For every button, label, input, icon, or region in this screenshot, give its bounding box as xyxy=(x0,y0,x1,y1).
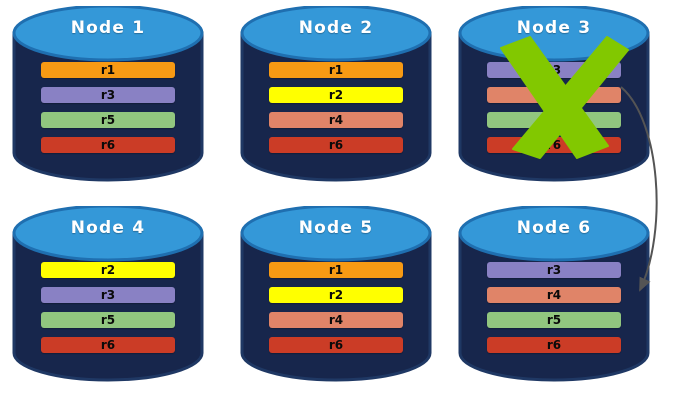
replica-bar-r3[interactable]: r3 xyxy=(41,287,175,303)
replica-bar-r5[interactable]: r5 xyxy=(41,312,175,328)
replica-bar-r4[interactable]: r4 xyxy=(487,87,621,103)
replica-list: r3 r4 r5 r6 xyxy=(487,262,621,353)
replica-bar-r6[interactable]: r6 xyxy=(487,137,621,153)
replica-bar-r1[interactable]: r1 xyxy=(41,62,175,78)
replica-bar-r1[interactable]: r1 xyxy=(269,62,403,78)
replica-bar-r1[interactable]: r1 xyxy=(269,262,403,278)
replica-bar-r4[interactable]: r4 xyxy=(269,312,403,328)
replica-bar-r3[interactable]: r3 xyxy=(41,87,175,103)
replica-bar-r2[interactable]: r2 xyxy=(269,87,403,103)
replica-bar-r3[interactable]: r3 xyxy=(487,62,621,78)
replica-list: r1 r2 r4 r6 xyxy=(269,262,403,353)
replica-list: r1 r2 r4 r6 xyxy=(269,62,403,153)
replica-bar-r6[interactable]: r6 xyxy=(41,337,175,353)
replica-bar-r2[interactable]: r2 xyxy=(41,262,175,278)
replica-bar-r2[interactable]: r2 xyxy=(269,287,403,303)
replica-bar-r4[interactable]: r4 xyxy=(487,287,621,303)
replica-bar-r6[interactable]: r6 xyxy=(41,137,175,153)
replica-list: r3 r4 r5 r6 xyxy=(487,62,621,153)
replica-bar-r6[interactable]: r6 xyxy=(269,337,403,353)
replica-list: r2 r3 r5 r6 xyxy=(41,262,175,353)
replica-list: r1 r3 r5 r6 xyxy=(41,62,175,153)
replica-bar-r5[interactable]: r5 xyxy=(487,312,621,328)
replica-bar-r6[interactable]: r6 xyxy=(487,337,621,353)
replica-bar-r5[interactable]: r5 xyxy=(41,112,175,128)
replica-bar-r6[interactable]: r6 xyxy=(269,137,403,153)
replica-bar-r4[interactable]: r4 xyxy=(269,112,403,128)
replica-bar-r5[interactable]: r5 xyxy=(487,112,621,128)
replica-bar-r3[interactable]: r3 xyxy=(487,262,621,278)
